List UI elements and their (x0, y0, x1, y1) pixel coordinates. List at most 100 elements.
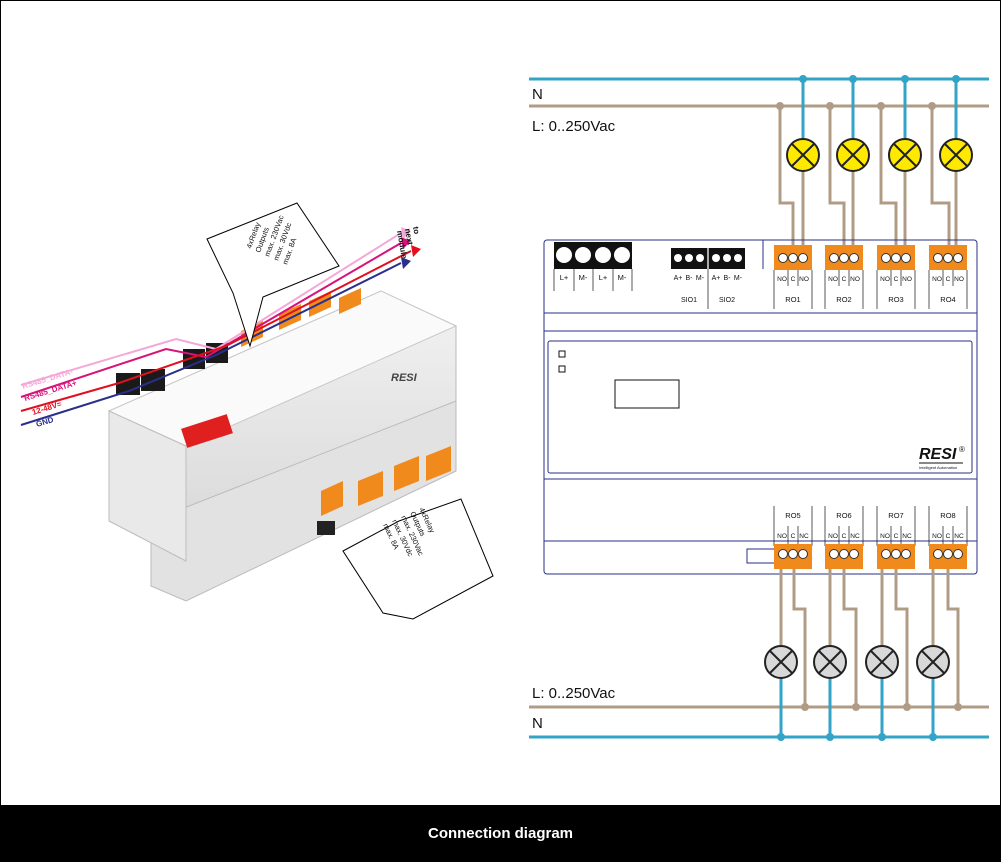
relay-label: RO4 (940, 295, 955, 304)
pin-label: NO (828, 533, 838, 540)
pin-label: NC (954, 533, 964, 540)
sio-label: SIO2 (719, 297, 735, 304)
relay-label: RO8 (940, 511, 955, 520)
lamp-icon (786, 138, 820, 172)
pin-label: NC (902, 533, 912, 540)
wire-data-plus (20, 242, 402, 398)
relay-terminal (774, 544, 812, 569)
relay-terminal (929, 544, 967, 569)
relay-terminal (825, 245, 863, 270)
pin-label: NO (880, 533, 890, 540)
svg-text:RESI: RESI (919, 446, 957, 463)
relay-terminal (825, 544, 863, 569)
led-indicator (558, 365, 566, 373)
dip-switch (181, 414, 233, 448)
top-neutral-label: N (532, 86, 543, 103)
wire-data-minus (20, 232, 402, 386)
pin-label: NO (932, 276, 942, 283)
relay-terminal (877, 544, 915, 569)
pin-label: C (791, 533, 796, 540)
connection-diagram: RESI RS485_DATA- RS485_DATA+ 12-48V= GND… (20, 75, 989, 741)
lamp-icon (939, 138, 973, 172)
top-callout: 4xRelay Outputs max. 230Vac max. 30Vdc m… (206, 202, 340, 348)
pin-label: M- (579, 273, 588, 282)
module-illustration: RESI RS485_DATA- RS485_DATA+ 12-48V= GND… (20, 202, 494, 620)
next-module-label: to next module (395, 226, 421, 260)
schematic: N L: 0..250Vac L: 0..250Vac N (529, 75, 989, 741)
relay-terminal (929, 245, 967, 270)
svg-text:to: to (411, 226, 421, 235)
bottom-orange-terminals (321, 446, 451, 516)
relay-label: RO3 (888, 295, 903, 304)
bottom-neutral-label: N (532, 715, 543, 732)
relay-label: RO6 (836, 511, 851, 520)
relay-label: RO7 (888, 511, 903, 520)
pin-label: C (842, 276, 847, 283)
svg-text:next: next (403, 228, 415, 246)
pin-label: NC (799, 533, 809, 540)
module-front-lip (108, 410, 187, 562)
bottom-lamps (764, 645, 950, 679)
pin-label: NO (777, 533, 787, 540)
sio-label: SIO1 (681, 297, 697, 304)
relay-terminal (774, 245, 812, 270)
pin-label: NO (932, 533, 942, 540)
pin-label: NO (954, 276, 964, 283)
lamp-icon (888, 138, 922, 172)
lamp-icon (865, 645, 899, 679)
label-gnd: GND (35, 415, 55, 429)
bottom-relay-wiring (779, 569, 960, 737)
bus-wires (20, 232, 412, 426)
pin-label: NO (777, 276, 787, 283)
pin-label: B- (686, 275, 694, 282)
pin-label: B- (724, 275, 732, 282)
pin-label: NO (880, 276, 890, 283)
power-connector: L+ M- L+ M- (553, 242, 633, 291)
lamp-icon (836, 138, 870, 172)
pin-label: NO (902, 276, 912, 283)
pin-label: A+ (712, 275, 721, 282)
bottom-live-label: L: 0..250Vac (532, 685, 616, 702)
top-relay-wiring (778, 79, 958, 246)
pin-label: NC (850, 533, 860, 540)
wire-gnd (20, 262, 402, 426)
top-relay-terminals: NO C NO NO C NO NO C NO NO C NO RO1 RO2 … (773, 245, 968, 309)
top-live-label: L: 0..250Vac (532, 118, 616, 135)
pin-label: L+ (599, 273, 608, 282)
relay-terminal (877, 245, 915, 270)
display-window (614, 379, 680, 409)
module-rail-base (150, 400, 457, 602)
pin-label: NO (799, 276, 809, 283)
lamp-icon (813, 645, 847, 679)
top-junction-dots (776, 75, 960, 110)
pin-label: NO (828, 276, 838, 283)
svg-text:Intelligent Automation: Intelligent Automation (919, 465, 957, 470)
pin-label: M- (696, 275, 705, 282)
pin-label: C (791, 276, 796, 283)
led-indicator (558, 350, 566, 358)
relay-label: RO5 (785, 511, 800, 520)
pin-label: M- (734, 275, 743, 282)
relay-label: RO1 (785, 295, 800, 304)
bottom-relay-terminals: RO5 RO6 RO7 RO8 NO C NC NO C NC NO C NC … (773, 506, 968, 569)
svg-text:®: ® (959, 445, 965, 454)
pin-label: C (894, 533, 899, 540)
bottom-callout: 4xRelay Outputs max. 230Vac max. 30Vdc m… (342, 498, 494, 620)
pin-label: NO (850, 276, 860, 283)
wire-arrows (401, 227, 421, 269)
lamp-icon (916, 645, 950, 679)
pin-label: M- (618, 273, 627, 282)
lamp-icon (764, 645, 798, 679)
pin-label: A+ (674, 275, 683, 282)
module-schematic (543, 239, 978, 575)
pin-label: C (946, 533, 951, 540)
pin-label: C (946, 276, 951, 283)
bottom-junction-dots (777, 703, 962, 741)
top-lamps (786, 138, 973, 172)
sio-connectors: A+ B- M- A+ B- M- SIO1 SIO2 (671, 248, 745, 309)
pin-label: C (894, 276, 899, 283)
brand-logo: RESI ® Intelligent Automation (919, 445, 965, 470)
wire-power (20, 250, 412, 412)
caption-text: Connection diagram (427, 824, 573, 842)
